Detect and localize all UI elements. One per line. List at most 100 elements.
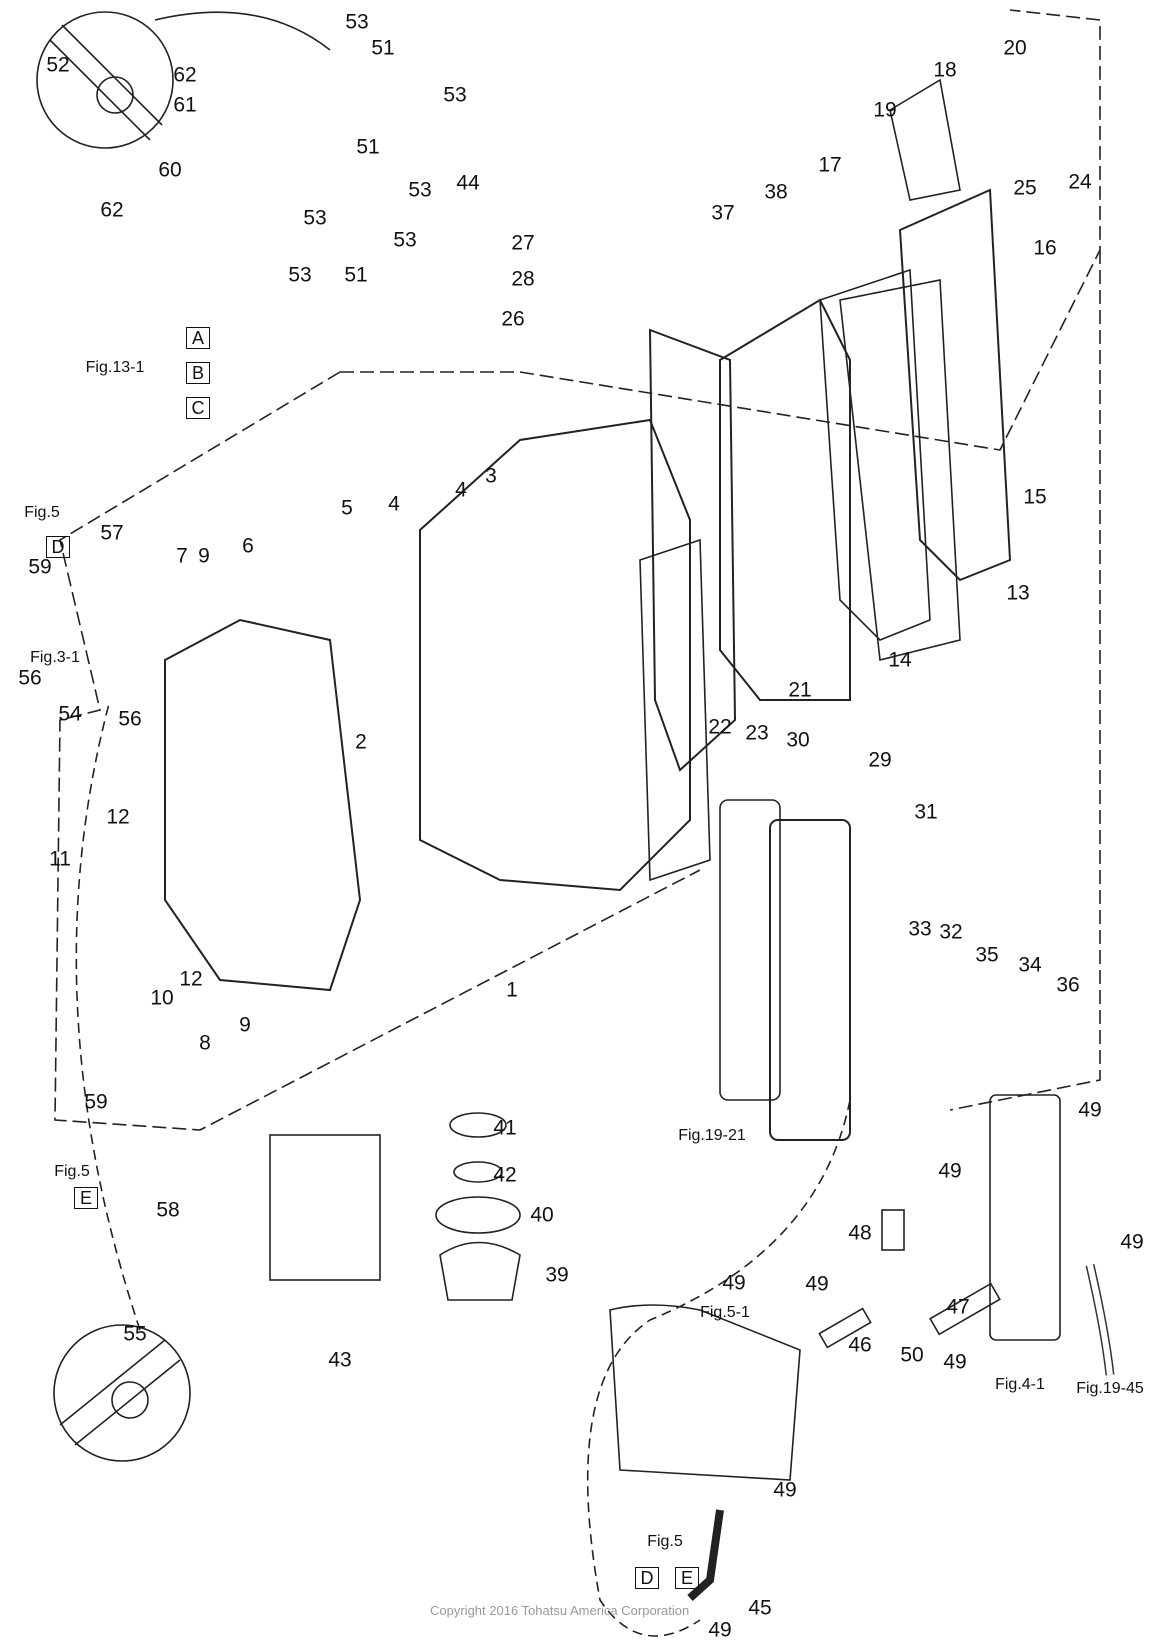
part-callout: 23 <box>745 721 769 745</box>
figure-reference: Fig.19-21 <box>678 1127 746 1144</box>
part-callout: 49 <box>722 1271 746 1295</box>
part-callout: 53 <box>393 228 417 252</box>
part-callout: 21 <box>788 678 812 702</box>
part-callout: 35 <box>975 943 999 967</box>
part-callout: 9 <box>198 544 210 568</box>
part-callout: 1 <box>506 978 518 1002</box>
figure-reference: Fig.19-45 <box>1076 1380 1144 1397</box>
part-callout: 10 <box>150 986 174 1010</box>
part-callout: 39 <box>545 1263 569 1287</box>
part-callout: 49 <box>805 1272 829 1296</box>
part-callout: 43 <box>328 1348 352 1372</box>
part-callout: 24 <box>1068 170 1092 194</box>
part-callout: 42 <box>493 1163 517 1187</box>
part-callout: 60 <box>158 158 182 182</box>
figure-reference: Fig.4-1 <box>995 1376 1045 1393</box>
part-callout: 53 <box>288 263 312 287</box>
part-callout: 56 <box>118 707 142 731</box>
part-callout: 46 <box>848 1333 872 1357</box>
part-callout: 41 <box>493 1116 517 1140</box>
part-callout: 9 <box>239 1013 251 1037</box>
part-callout: 6 <box>242 534 254 558</box>
figure-reference: Fig.5 <box>54 1163 90 1180</box>
part-callout: 59 <box>84 1090 108 1114</box>
part-callout: 20 <box>1003 36 1027 60</box>
head-gasket <box>648 328 737 772</box>
figure-reference: Fig.5-1 <box>700 1304 750 1321</box>
part-callout: 49 <box>943 1350 967 1374</box>
part-callout: 56 <box>18 666 42 690</box>
boxed-letter: E <box>675 1567 699 1589</box>
part-callout: 57 <box>100 521 124 545</box>
part-callout: 51 <box>344 263 368 287</box>
boxed-letter: D <box>46 536 70 558</box>
part-callout: 27 <box>511 231 535 255</box>
head-cover <box>898 188 1012 582</box>
exhaust-cover-gasket <box>719 799 781 1101</box>
part-callout: 18 <box>933 58 957 82</box>
figure-reference: Fig.5 <box>647 1533 683 1550</box>
part-callout: 26 <box>501 307 525 331</box>
part-callout: 49 <box>1120 1230 1144 1254</box>
part-callout: 53 <box>345 10 369 34</box>
crankcase <box>164 618 362 992</box>
part-callout: 34 <box>1018 953 1042 977</box>
part-callout: 22 <box>708 715 732 739</box>
part-callout: 38 <box>764 180 788 204</box>
part-callout: 50 <box>900 1343 924 1367</box>
part-callout: 40 <box>530 1203 554 1227</box>
part-callout: 62 <box>100 198 124 222</box>
thermostat-cover <box>889 78 961 201</box>
part-callout: 4 <box>455 478 467 502</box>
cylinder-block <box>419 418 691 892</box>
detail-inset-52 <box>36 11 174 149</box>
part-callout: 44 <box>456 171 480 195</box>
part-callout: 51 <box>371 36 395 60</box>
part-callout: 33 <box>908 917 932 941</box>
boxed-letter: E <box>74 1187 98 1209</box>
part-callout: 37 <box>711 201 735 225</box>
part-callout: 30 <box>786 728 810 752</box>
part-callout: 3 <box>485 464 497 488</box>
figure-reference: Fig.5 <box>24 504 60 521</box>
boxed-letter: A <box>186 327 210 349</box>
part-callout: 53 <box>408 178 432 202</box>
part-callout: 4 <box>388 492 400 516</box>
figure-reference: Fig.13-1 <box>85 359 145 376</box>
part-callout: 25 <box>1013 176 1037 200</box>
part-callout: 14 <box>888 648 912 672</box>
part-callout: 15 <box>1023 485 1047 509</box>
figure-reference: Fig.3-1 <box>30 649 80 666</box>
part-callout: 53 <box>443 83 467 107</box>
head-cover-gasket <box>819 268 931 641</box>
copyright-notice: Copyright 2016 Tohatsu America Corporati… <box>430 1603 690 1618</box>
part-callout: 58 <box>156 1198 180 1222</box>
part-callout: 2 <box>355 730 367 754</box>
part-callout: 51 <box>356 135 380 159</box>
part-callout: 13 <box>1006 581 1030 605</box>
part-callout: 47 <box>946 1295 970 1319</box>
part-callout: 49 <box>1078 1098 1102 1122</box>
boxed-letter: B <box>186 362 210 384</box>
part-callout: 5 <box>341 496 353 520</box>
part-callout: 52 <box>46 53 70 77</box>
part-callout: 53 <box>303 206 327 230</box>
part-callout: 8 <box>199 1031 211 1055</box>
part-callout: 45 <box>748 1596 772 1620</box>
boxed-letter: C <box>186 397 210 419</box>
part-callout: 11 <box>49 847 71 871</box>
part-callout: 59 <box>28 555 52 579</box>
part-callout: 32 <box>939 920 963 944</box>
part-callout: 61 <box>173 93 197 117</box>
part-callout: 54 <box>58 702 82 726</box>
part-callout: 49 <box>708 1618 732 1642</box>
part-callout: 29 <box>868 748 892 772</box>
part-callout: 16 <box>1033 236 1057 260</box>
cylinder-head <box>719 298 851 701</box>
part-callout: 7 <box>176 544 188 568</box>
part-callout: 49 <box>938 1159 962 1183</box>
part-callout: 12 <box>106 805 130 829</box>
part-callout: 19 <box>873 98 897 122</box>
